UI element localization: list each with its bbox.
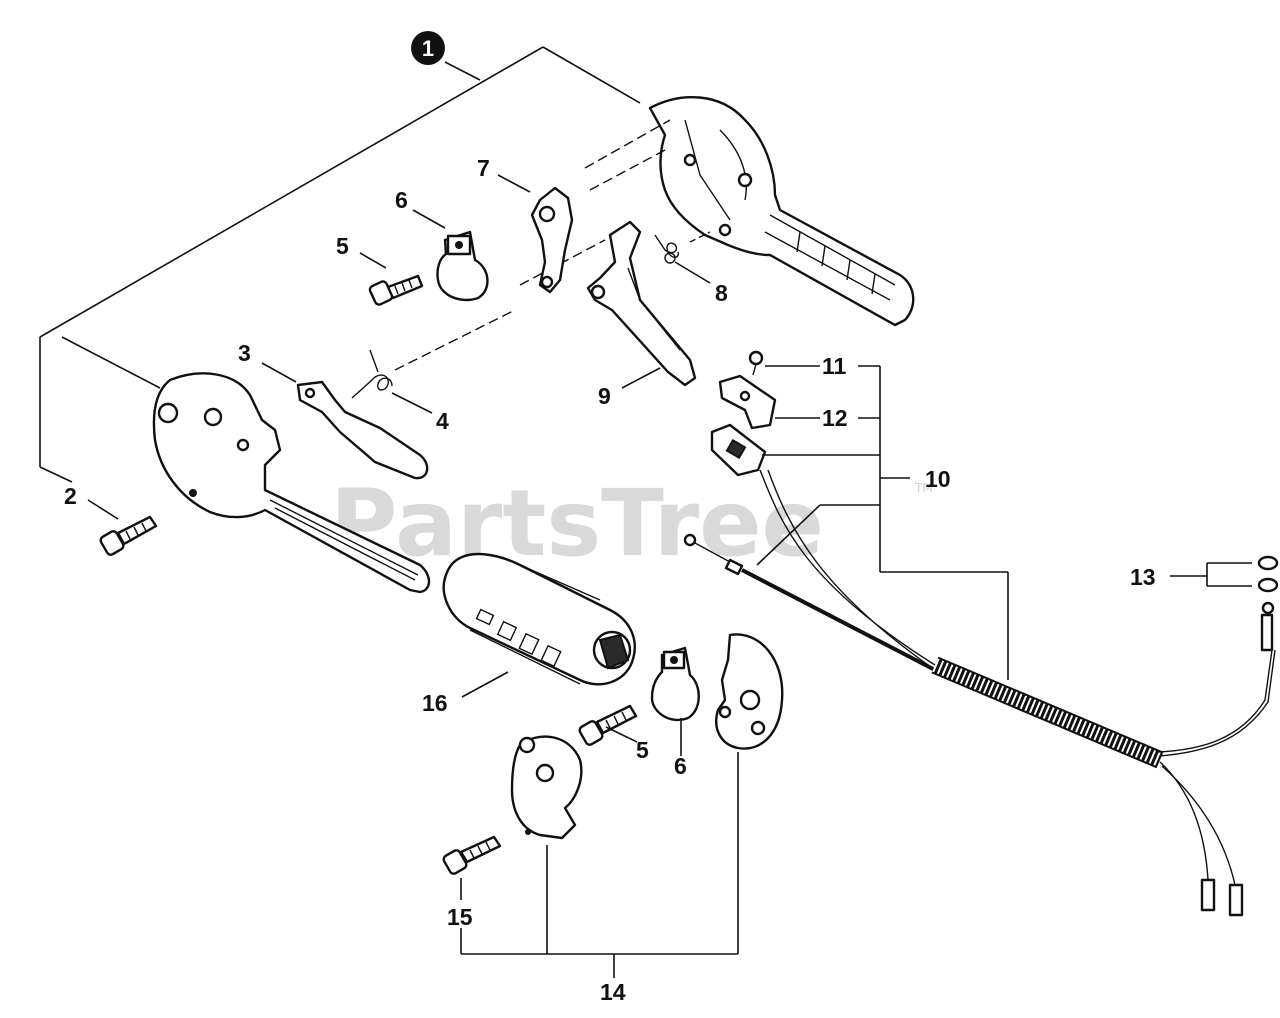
part-12-plate[interactable] [718,374,777,430]
label-part-5-top: 5 [336,233,349,259]
part-6-clamp-top[interactable] [436,230,489,302]
label-part-6-bottom: 6 [674,753,687,779]
label-part-3: 3 [238,340,251,366]
label-part-5-bottom: 5 [636,737,649,763]
part-10-cable-assembly[interactable] [683,469,1276,917]
leader-lines [87,174,1252,978]
watermark: PartsTree [330,470,824,577]
label-part-10: 10 [925,466,951,492]
part-8-spring[interactable] [654,234,680,264]
label-part-15: 15 [447,904,473,930]
part-16-grip[interactable] [442,552,636,686]
part-15-screw[interactable] [442,835,502,875]
label-part-4: 4 [436,408,449,434]
part-5-screw-top[interactable] [368,274,424,306]
part-3-lockout-lever[interactable] [296,380,429,480]
part-2-screw[interactable] [99,515,158,556]
label-part-14: 14 [600,979,626,1005]
assembly-badge[interactable]: 1 [411,31,445,65]
label-part-11: 11 [822,353,847,379]
part-13-washers[interactable] [1257,555,1279,593]
label-part-6-top: 6 [395,187,408,213]
part-9-throttle-lever[interactable] [586,220,697,387]
label-part-9: 9 [598,383,611,409]
label-part-8: 8 [715,280,728,306]
part-7-bracket[interactable] [530,186,574,294]
label-part-2: 2 [64,483,77,509]
part-5-screw-bottom[interactable] [578,704,638,746]
lower-handle-housing[interactable] [152,372,431,594]
assembly-bracket [39,46,641,483]
stop-switch[interactable] [710,423,767,477]
part-6-clamp-bottom[interactable] [650,646,700,721]
label-part-12: 12 [822,405,848,431]
svg-text:1: 1 [422,36,434,61]
part-14-cover-left[interactable] [510,735,583,840]
label-part-7: 7 [477,155,490,181]
part-11-screw[interactable] [748,350,764,376]
upper-handle-housing[interactable] [648,96,915,327]
part-4-spring[interactable] [351,349,393,399]
label-part-16: 16 [422,690,448,716]
watermark-trademark: TM [914,481,933,495]
label-part-13: 13 [1130,564,1156,590]
part-14-cover-right[interactable] [715,633,784,750]
